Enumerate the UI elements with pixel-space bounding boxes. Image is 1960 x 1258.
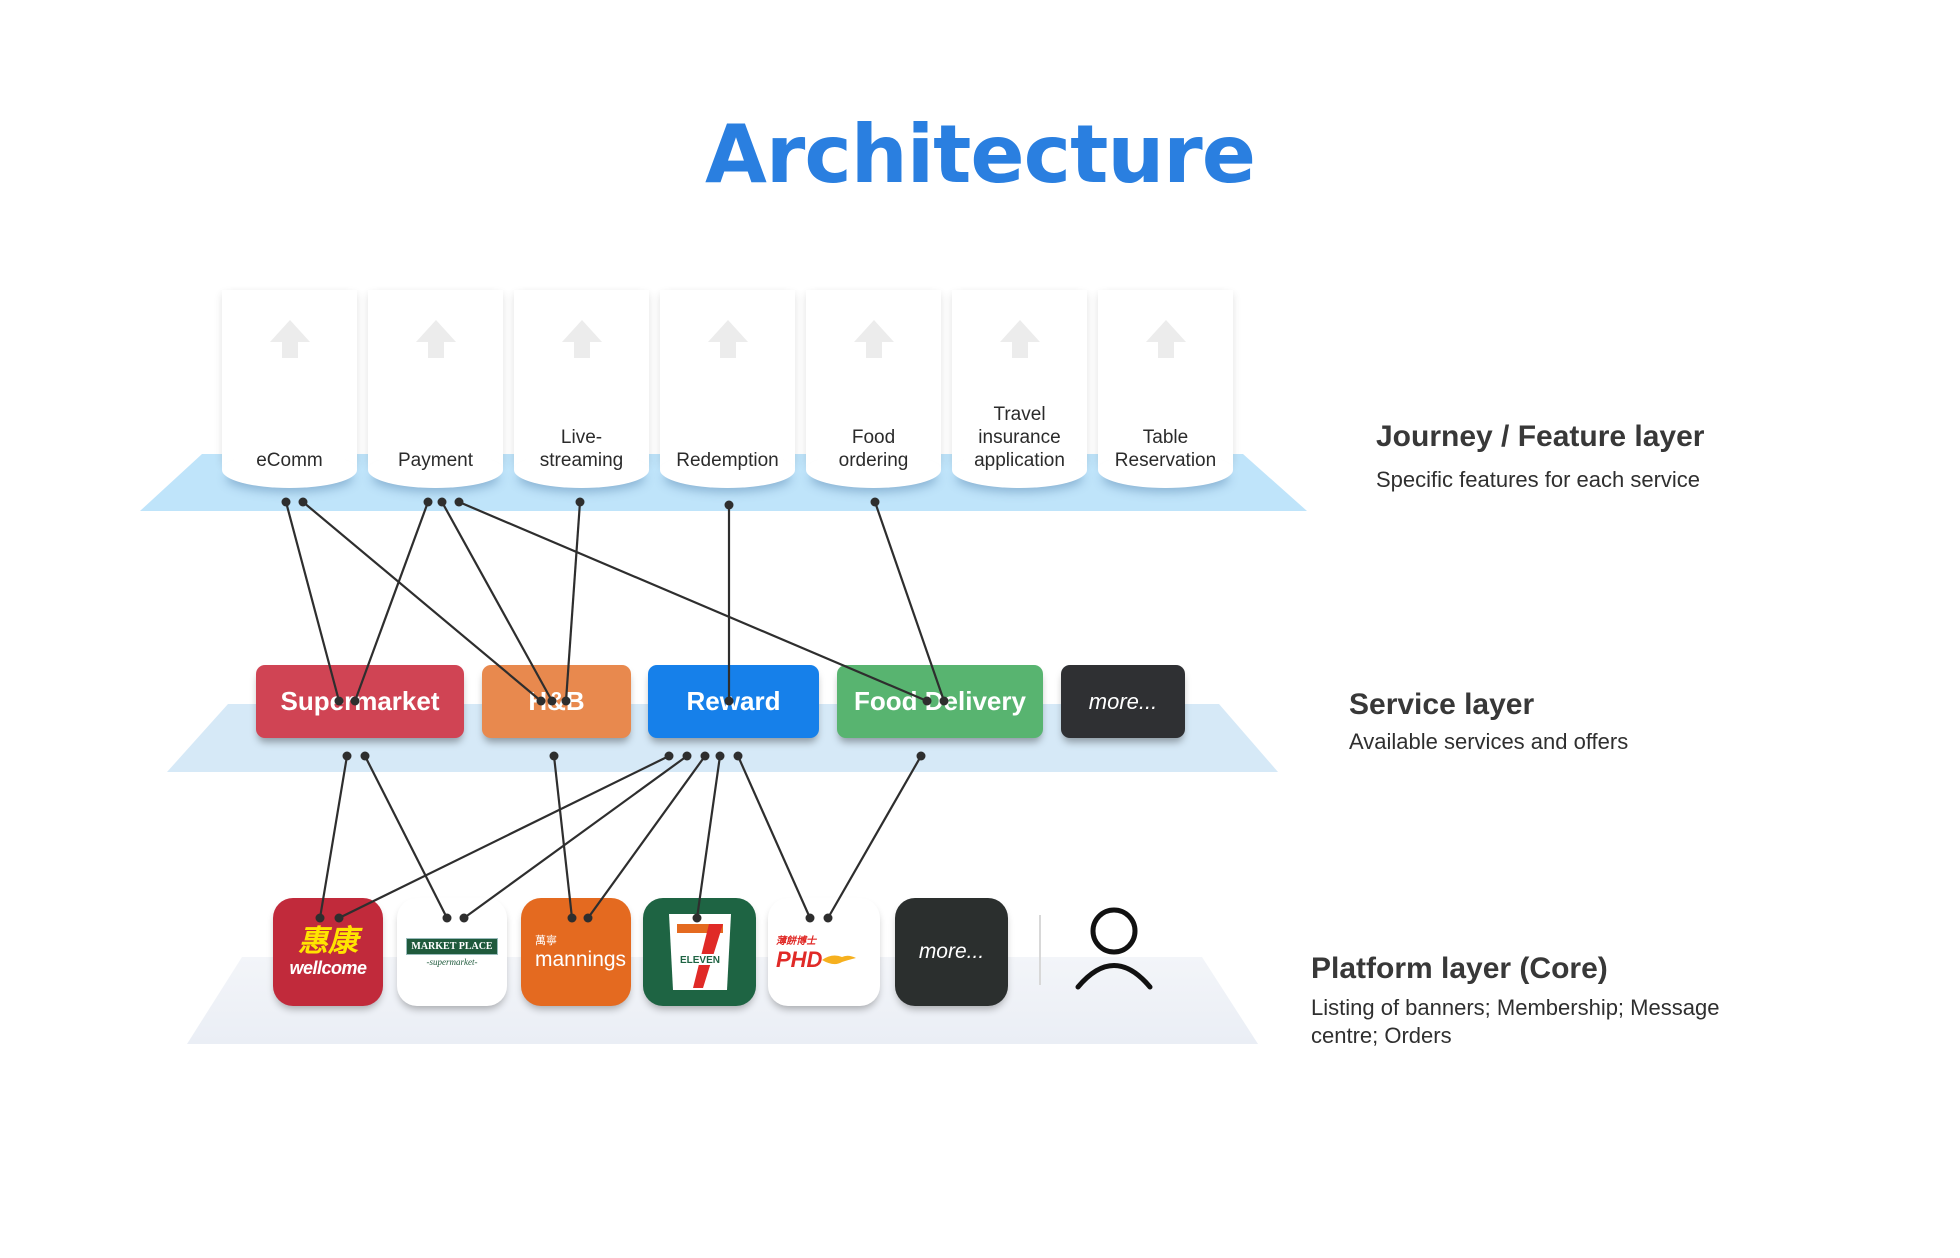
mannings-logo-zh: 萬寧 [535, 934, 557, 947]
wellcome-logo-zh: 惠康 [298, 923, 358, 959]
app-market-place[interactable]: MARKET PLACE -supermarket- [397, 898, 507, 1006]
user-icon[interactable] [1072, 902, 1156, 994]
feature-column-food-ordering[interactable]: Food ordering [806, 290, 941, 488]
feature-label: Food ordering [838, 427, 909, 471]
feature-label: Travel insurance application [974, 404, 1065, 471]
divider [1039, 915, 1041, 985]
arrow-up-icon [1145, 320, 1186, 358]
seven-eleven-logo-text: ELEVEN [679, 955, 719, 966]
phd-logo-text: PHD [776, 946, 823, 972]
feature-column-redemption[interactable]: Redemption [660, 290, 795, 488]
app-7-eleven[interactable]: ELEVEN [643, 898, 756, 1006]
market-place-logo-sub: -supermarket- [426, 956, 478, 967]
service-label: Food Delivery [854, 686, 1026, 716]
journey-layer-description: Specific features for each service [1376, 467, 1701, 492]
feature-column-live-streaming[interactable]: Live- streaming [514, 290, 649, 488]
service-more[interactable]: more... [1061, 665, 1185, 738]
service-food-delivery[interactable]: Food Delivery [837, 665, 1043, 738]
market-place-logo-text: MARKET PLACE [406, 937, 498, 955]
feature-column-payment[interactable]: Payment [368, 290, 503, 488]
service-supermarket[interactable]: Supermarket [256, 665, 464, 738]
arrow-up-icon [415, 320, 456, 358]
platform-layer-heading: Platform layer (Core) [1311, 952, 1608, 985]
arrow-up-icon [561, 320, 602, 358]
seven-eleven-logo-icon: ELEVEN [668, 914, 731, 990]
app-phd[interactable]: 薄餅博士 PHD [768, 898, 880, 1006]
page-title: Architecture [705, 108, 1256, 201]
service-label: Supermarket [280, 686, 440, 716]
service-label: Reward [686, 686, 781, 716]
arrow-up-icon [269, 320, 310, 358]
app-more-label: more... [918, 940, 985, 963]
feature-label: Payment [398, 450, 473, 471]
service-label: H&B [528, 686, 585, 716]
feature-label: eComm [256, 450, 323, 471]
journey-layer-heading: Journey / Feature layer [1376, 420, 1705, 453]
service-reward[interactable]: Reward [648, 665, 819, 738]
service-layer-heading: Service layer [1349, 688, 1535, 721]
app-more[interactable]: more... [895, 898, 1008, 1006]
feature-column-ecomm[interactable]: eComm [222, 290, 357, 488]
platform-layer-info: Platform layer (Core) Listing of banners… [1311, 952, 1781, 1050]
arrow-up-icon [707, 320, 748, 358]
app-wellcome[interactable]: 惠康 wellcome [273, 898, 383, 1006]
feature-label: Redemption [676, 450, 779, 471]
service-layer-description: Available services and offers [1349, 729, 1629, 754]
phd-logo: PHD [776, 946, 857, 973]
arrow-up-icon [853, 320, 894, 358]
service-hb[interactable]: H&B [482, 665, 631, 738]
feature-label: Table Reservation [1114, 427, 1217, 471]
service-layer-info: Service layer Available services and off… [1349, 688, 1628, 756]
arrow-up-icon [999, 320, 1040, 358]
service-label: more... [1088, 688, 1158, 714]
flame-icon [822, 955, 857, 964]
phd-logo-zh: 薄餅博士 [776, 935, 816, 947]
feature-label: Live- streaming [539, 427, 624, 471]
journey-layer-info: Journey / Feature layer Specific feature… [1376, 420, 1704, 494]
feature-column-table-reservation[interactable]: Table Reservation [1098, 290, 1233, 488]
mannings-logo-text: mannings [535, 948, 627, 971]
app-mannings[interactable]: 萬寧 mannings [521, 898, 631, 1006]
wellcome-logo-text: wellcome [289, 957, 367, 978]
platform-layer-description: Listing of banners; Membership; Message … [1311, 995, 1720, 1048]
feature-column-travel-insurance[interactable]: Travel insurance application [952, 290, 1087, 488]
